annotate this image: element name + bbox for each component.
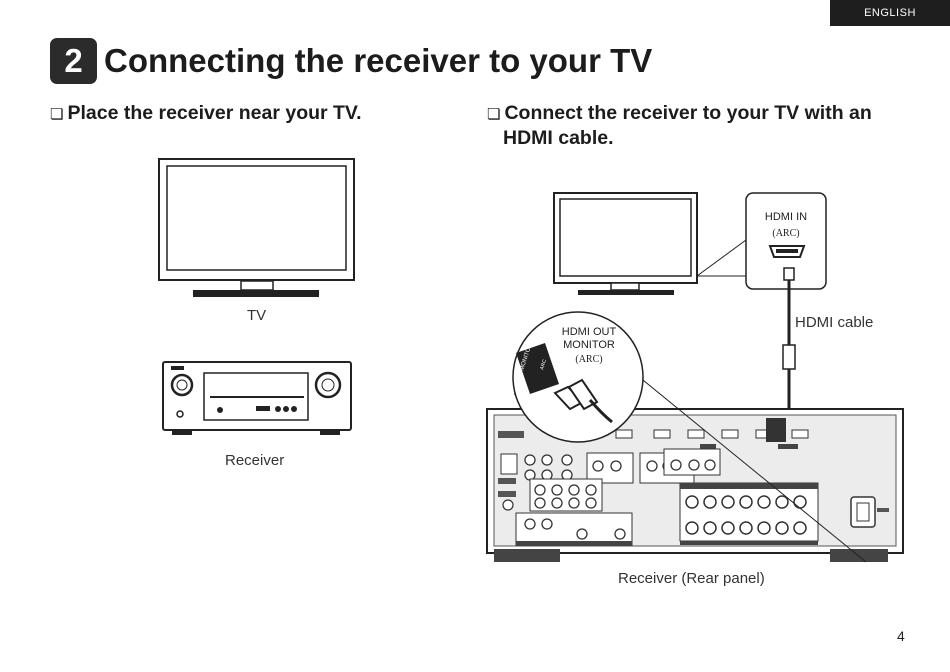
- arc-label: ARC: [539, 358, 548, 370]
- page-number: 4: [897, 628, 905, 644]
- caption-tv: TV: [247, 307, 267, 324]
- instruction-text-line2: HDMI cable.: [503, 127, 614, 149]
- hdmi-in-arc-label: (ARC): [772, 228, 799, 239]
- step-number-badge: 2: [50, 38, 97, 84]
- instruction-place-receiver: ❏Place the receiver near your TV.: [50, 101, 362, 126]
- page-title: Connecting the receiver to your TV: [104, 42, 653, 79]
- hdmi-plug-closeup: [553, 378, 613, 424]
- hdmi-in-callout: [745, 192, 827, 290]
- instruction-connect-hdmi: ❏Connect the receiver to your TV with an…: [487, 101, 872, 150]
- hdmi-port-icon: [768, 245, 806, 258]
- instruction-text-line1: Connect the receiver to your TV with an: [504, 102, 872, 124]
- instruction-text: Place the receiver near your TV.: [67, 102, 362, 124]
- receiver-front-illustration: [162, 361, 352, 435]
- receiver-rear-panel: [486, 408, 904, 562]
- checkbox-icon: ❏: [50, 105, 64, 123]
- checkbox-icon: ❏: [487, 105, 501, 123]
- hdmi-out-monitor-label: MONITOR: [563, 339, 615, 351]
- hdmi-out-arc-label: (ARC): [575, 354, 602, 365]
- language-tab: ENGLISH: [830, 0, 950, 26]
- hdmi-cable: [782, 267, 796, 418]
- hdmi-out-label: HDMI OUT: [562, 326, 617, 338]
- caption-hdmi-cable: HDMI cable: [795, 314, 874, 331]
- tv-right-illustration: [553, 192, 698, 295]
- tv-illustration: [158, 158, 355, 297]
- hdmi-in-label: HDMI IN: [765, 211, 807, 223]
- caption-receiver-rear-panel: Receiver (Rear panel): [618, 570, 765, 587]
- caption-receiver: Receiver: [225, 452, 285, 469]
